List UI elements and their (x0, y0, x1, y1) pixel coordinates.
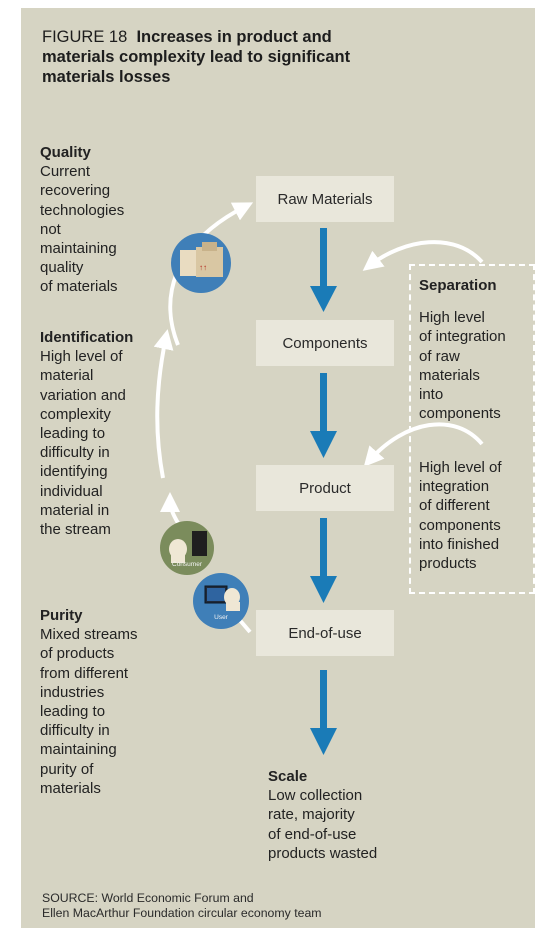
boxes-icon: ↑↑ (171, 233, 231, 293)
figure-label: FIGURE 18 (42, 28, 128, 46)
separation-heading: Separation (419, 277, 497, 294)
scale-heading: Scale (268, 768, 308, 785)
user-icon (193, 573, 249, 629)
separation-arrow (362, 240, 484, 271)
figure-title-text: Increases in product and materials compl… (42, 28, 351, 86)
user-label: User (214, 614, 228, 621)
quality-heading: Quality (40, 144, 91, 161)
integration-panel (409, 264, 535, 594)
step-components: Components (256, 320, 394, 366)
figure-title: FIGURE 18 Increases in product and mater… (42, 27, 352, 87)
identification-note: Identification High level of material va… (40, 329, 134, 539)
purity-note: Purity Mixed streams of products from di… (40, 607, 138, 797)
step-raw-materials: Raw Materials (256, 176, 394, 222)
scale-note: Scale Low collection rate, majority of e… (268, 768, 378, 862)
step-end-of-use: End-of-use (256, 610, 394, 656)
svg-text:↑↑: ↑↑ (199, 263, 207, 272)
integration-note: High level of integration of different c… (419, 459, 502, 573)
consumer-label: Consumer (172, 561, 202, 568)
identification-heading: Identification (40, 329, 134, 346)
source-note: SOURCE: World Economic Forum and Ellen M… (42, 891, 322, 920)
purity-heading: Purity (40, 607, 83, 624)
step-product: Product (256, 465, 394, 511)
separation-note: Separation High level of integration of … (419, 277, 506, 423)
quality-note: Quality Current recovering technologies … (40, 144, 125, 296)
integration-arrow (363, 422, 484, 468)
recovery-curve-middle (153, 329, 174, 479)
consumer-icon (160, 521, 214, 575)
